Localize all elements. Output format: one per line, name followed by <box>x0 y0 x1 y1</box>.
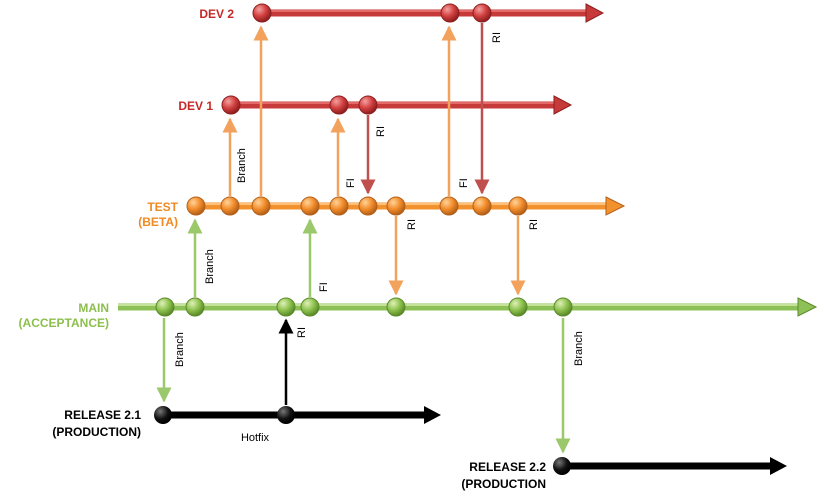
test-node <box>329 196 349 216</box>
label-main-line1: MAIN <box>78 301 109 315</box>
test-node <box>220 196 240 216</box>
annotation-branch-test-dev1: Branch <box>236 148 248 183</box>
test-node <box>251 196 271 216</box>
dev2-node <box>252 3 272 23</box>
test-node <box>508 196 528 216</box>
main-node <box>185 297 205 317</box>
annotation-ri-test-main-2: RI <box>528 219 540 230</box>
annotation-fi-main-test: FI <box>318 282 330 292</box>
release21-node <box>277 406 295 424</box>
main-nodes <box>155 297 573 317</box>
annotation-ri-dev1-test: RI <box>375 126 387 137</box>
annotation-branch-main-release21: Branch <box>174 332 186 367</box>
release-nodes <box>154 406 571 475</box>
test-node <box>439 196 459 216</box>
test-node <box>358 196 378 216</box>
test-node <box>472 196 492 216</box>
label-release22-line2: (PRODUCTION <box>461 477 546 491</box>
main-node <box>300 297 320 317</box>
dev2-timeline <box>262 3 605 23</box>
label-dev1: DEV 1 <box>178 99 213 113</box>
release21-node <box>154 406 172 424</box>
annotation-hotfix: Hotfix <box>241 432 270 444</box>
test-node <box>186 196 206 216</box>
main-node <box>155 297 175 317</box>
dev1-node <box>329 95 349 115</box>
test-node <box>300 196 320 216</box>
label-release21-line1: RELEASE 2.1 <box>64 408 141 422</box>
label-release21-line2: (PRODUCTION) <box>52 425 141 439</box>
annotation-branch-main-release22: Branch <box>573 331 585 366</box>
test-node <box>386 196 406 216</box>
annotation-ri-release21-main: RI <box>296 327 308 338</box>
annotation-ri-dev2-test: RI <box>491 32 503 43</box>
dev1-node <box>221 95 241 115</box>
release22-node <box>553 457 571 475</box>
annotation-fi-test-dev1: FI <box>345 178 357 188</box>
annotation-fi-test-dev2: FI <box>458 178 470 188</box>
release22-timeline <box>562 457 787 475</box>
test-nodes <box>186 196 528 216</box>
dev1-nodes <box>221 95 378 115</box>
annotation-ri-test-main-1: RI <box>406 219 418 230</box>
label-main-line2: (ACCEPTANCE) <box>19 316 109 330</box>
dev2-node <box>472 3 492 23</box>
dev1-timeline <box>231 95 573 115</box>
dev2-nodes <box>252 3 492 23</box>
label-test-line2: (BETA) <box>138 215 178 229</box>
dev2-node <box>440 3 460 23</box>
label-release22-line1: RELEASE 2.2 <box>469 460 546 474</box>
release21-timeline <box>163 406 441 424</box>
label-dev2: DEV 2 <box>199 7 234 21</box>
label-test-line1: TEST <box>147 200 178 214</box>
main-node <box>386 297 406 317</box>
main-timeline <box>118 297 818 317</box>
main-node <box>276 297 296 317</box>
dev1-node <box>358 95 378 115</box>
annotation-branch-main-test: Branch <box>204 249 216 284</box>
main-node <box>508 297 528 317</box>
main-node <box>553 297 573 317</box>
